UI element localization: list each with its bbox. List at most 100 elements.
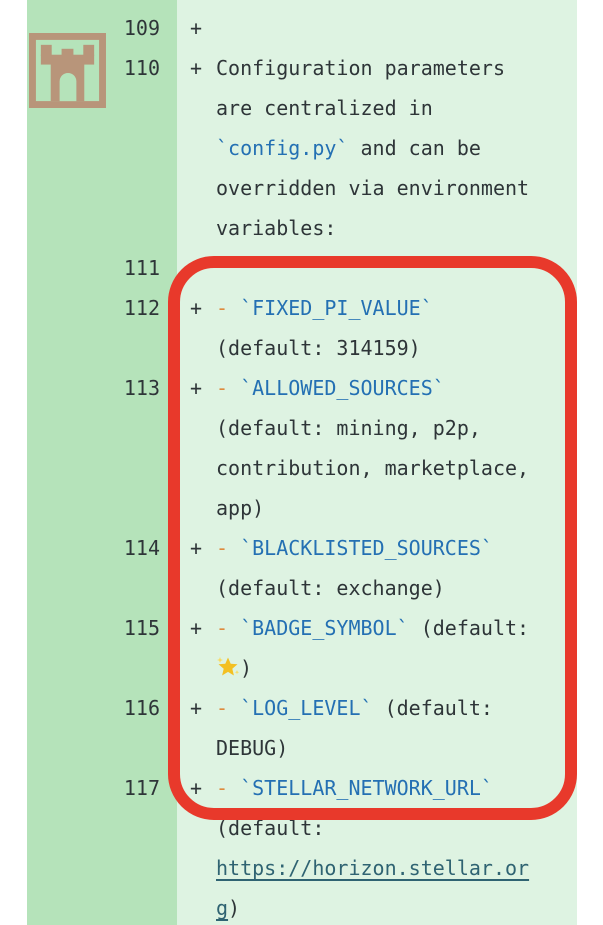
list-bullet: -: [216, 776, 241, 800]
text-segment: app): [216, 496, 265, 520]
line-content: DEBUG): [216, 728, 577, 768]
diff-rows: 109+ 110 + Configuration parameters are cent…: [27, 8, 577, 925]
line-content: - `FIXED_PI_VALUE`: [216, 288, 577, 328]
star-emoji: [216, 650, 240, 690]
line-content: (default: exchange): [216, 568, 577, 608]
inline-code: `config.py`: [216, 136, 349, 160]
inline-code: `LOG_LEVEL`: [240, 696, 373, 720]
line-number: 112: [123, 296, 160, 320]
diff-row: ): [27, 648, 577, 688]
diff-add-marker: [177, 808, 216, 848]
line-number: 111: [123, 256, 160, 280]
diff-row: overridden via environment: [27, 168, 577, 208]
diff-content-area: [177, 0, 577, 925]
text-segment: are centralized in: [216, 96, 433, 120]
line-number: [27, 408, 177, 448]
diff-row: variables:: [27, 208, 577, 248]
diff-row: 116+- `LOG_LEVEL` (default:: [27, 688, 577, 728]
line-content: (default: mining, p2p,: [216, 408, 577, 448]
diff-add-marker: +: [190, 56, 203, 80]
diff-row: 117+- `STELLAR_NETWORK_URL`: [27, 768, 577, 808]
line-content: ): [216, 648, 577, 688]
line-number: [27, 448, 177, 488]
text-segment: (default:: [408, 616, 530, 640]
diff-add-marker: [177, 728, 216, 768]
diff-add-marker: +: [190, 16, 203, 40]
line-content: app): [216, 488, 577, 528]
line-content: - `BLACKLISTED_SOURCES`: [216, 528, 577, 568]
line-content: are centralized in: [216, 88, 577, 128]
diff-row: https://horizon.stellar.or: [27, 848, 577, 888]
line-number: [27, 488, 177, 528]
text-segment: (default:: [372, 696, 493, 720]
diff-add-marker: [177, 328, 216, 368]
list-bullet: -: [216, 616, 241, 640]
diff-add-marker: +: [190, 616, 203, 640]
diff-row: 109+: [27, 8, 577, 48]
line-number: [27, 888, 177, 925]
line-number: [27, 128, 177, 168]
line-number: [27, 728, 177, 768]
line-content: [216, 248, 577, 288]
diff-add-marker: [177, 88, 216, 128]
diff-row: 114+- `BLACKLISTED_SOURCES`: [27, 528, 577, 568]
line-number: [27, 648, 177, 688]
diff-add-marker: [177, 888, 216, 925]
diff-row: (default: mining, p2p,: [27, 408, 577, 448]
text-segment: Configuration parameters: [216, 56, 505, 80]
line-number: [27, 208, 177, 248]
stellar-horizon-link[interactable]: https://horizon.stellar.or: [216, 856, 530, 880]
line-number: 114: [123, 536, 160, 560]
line-number: [27, 848, 177, 888]
inline-code: `STELLAR_NETWORK_URL`: [240, 776, 493, 800]
line-content: https://horizon.stellar.or: [216, 848, 577, 888]
inline-code: `ALLOWED_SOURCES`: [240, 376, 445, 400]
diff-row: 111: [27, 248, 577, 288]
diff-add-marker: +: [190, 696, 203, 720]
line-content: Configuration parameters: [216, 48, 577, 88]
diff-row: (default:: [27, 808, 577, 848]
line-content: - `STELLAR_NETWORK_URL`: [216, 768, 577, 808]
diff-add-marker: [177, 568, 216, 608]
line-number: 113: [123, 376, 160, 400]
diff-add-marker: [177, 448, 216, 488]
text-segment: DEBUG): [216, 736, 289, 760]
text-segment: overridden via environment: [216, 176, 530, 200]
line-number: 110: [123, 56, 160, 80]
line-number: [27, 88, 177, 128]
stellar-horizon-link[interactable]: g: [216, 896, 229, 920]
diff-row: (default: 314159): [27, 328, 577, 368]
line-number: [27, 168, 177, 208]
line-number: [27, 328, 177, 368]
line-number: [27, 568, 177, 608]
line-number-gutter: [27, 0, 177, 925]
line-content: (default:: [216, 808, 577, 848]
text-segment: and can be: [348, 136, 481, 160]
diff-add-marker: [177, 248, 216, 288]
diff-row: DEBUG): [27, 728, 577, 768]
inline-code: `FIXED_PI_VALUE`: [240, 296, 433, 320]
diff-add-marker: [177, 128, 216, 168]
line-content: (default: 314159): [216, 328, 577, 368]
line-content: - `ALLOWED_SOURCES`: [216, 368, 577, 408]
diff-row: app): [27, 488, 577, 528]
text-segment: ): [240, 656, 253, 680]
diff-row: are centralized in: [27, 88, 577, 128]
diff-row: contribution, marketplace,: [27, 448, 577, 488]
diff-row: 113+- `ALLOWED_SOURCES`: [27, 368, 577, 408]
diff-row: 115+- `BADGE_SYMBOL` (default:: [27, 608, 577, 648]
line-number: 115: [123, 616, 160, 640]
line-content: contribution, marketplace,: [216, 448, 577, 488]
diff-add-marker: [177, 168, 216, 208]
text-segment: (default: mining, p2p,: [216, 416, 481, 440]
line-number: 117: [123, 776, 160, 800]
text-segment: contribution, marketplace,: [216, 456, 530, 480]
list-bullet: -: [216, 296, 241, 320]
line-content: - `BADGE_SYMBOL` (default:: [216, 608, 577, 648]
diff-row: (default: exchange): [27, 568, 577, 608]
diff-add-marker: +: [190, 776, 203, 800]
list-bullet: -: [216, 376, 241, 400]
list-bullet: -: [216, 696, 241, 720]
inline-code: `BADGE_SYMBOL`: [240, 616, 409, 640]
